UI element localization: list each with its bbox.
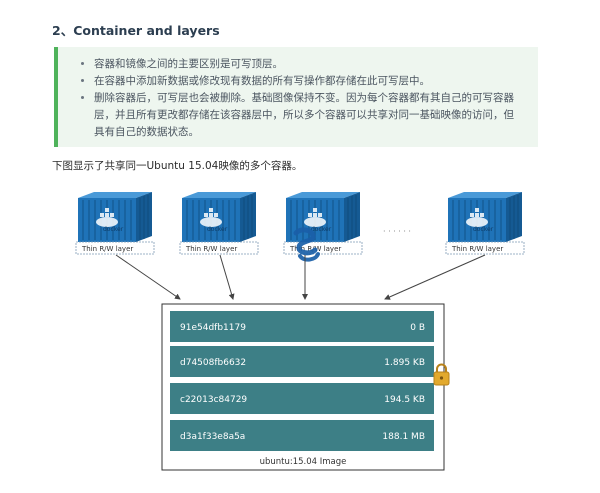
arrow [115,254,181,300]
section-title: 2、Container and layers [52,23,220,38]
note-item: 在容器中添加新数据或修改现有数据的所有写操作都存储在此可写层中。 [94,73,524,90]
watermark-logo-icon [293,227,320,262]
container-logo-text: docker [473,226,494,233]
arrow [219,254,235,300]
container-logo-text: docker [207,226,228,233]
container-logo-text: docker [311,226,332,233]
layer-id: d74508fb6632 [180,358,246,368]
image-layer-bar [170,311,434,342]
layer-id: c22013c84729 [180,395,247,405]
image-layer-row: d3a1f33e8a5a 188.1 MB [170,420,434,451]
image-layer-bar [170,420,434,451]
thin-rw-layer-box [179,241,259,255]
image-label: ubuntu:15.04 Image [260,457,347,467]
container-2: docker Thin R/W layer [179,192,259,255]
image-layer-row: 91e54dfb1179 0 B [170,311,434,342]
layer-size: 1.895 KB [384,358,425,368]
notes-list: 容器和镜像之间的主要区别是可写顶层。 在容器中添加新数据或修改现有数据的所有写操… [80,56,524,141]
layer-size: 188.1 MB [382,432,425,442]
thin-rw-layer-box [75,241,155,255]
layer-id: 91e54dfb1179 [180,323,246,333]
container-3: docker Thin R/W layer [283,192,363,255]
layer-size: 0 B [410,323,425,333]
ellipsis: · · · · · · [383,227,411,236]
note-item: 删除容器后，可写层也会被删除。基础图像保持不变。因为每个容器都有其自己的可写容器… [94,90,524,141]
container-1: docker Thin R/W layer [75,192,155,255]
image-layer-row: c22013c84729 194.5 KB [170,383,434,414]
container-4: docker Thin R/W layer [445,192,525,255]
thin-rw-layer-label: Thin R/W layer [81,245,133,253]
image-layer-bar [170,383,434,414]
arrow [384,254,486,300]
note-item: 容器和镜像之间的主要区别是可写顶层。 [94,56,524,73]
thin-rw-layer-label: Thin R/W layer [185,245,237,253]
image-layer-bar [170,346,434,377]
image-layer-row: d74508fb6632 1.895 KB [170,346,434,377]
container-logo-text: docker [103,226,124,233]
docker-container-icon [78,192,152,242]
docker-container-icon [182,192,256,242]
thin-rw-layer-box [445,241,525,255]
thin-rw-layer-label: Thin R/W layer [451,245,503,253]
layer-size: 194.5 KB [384,395,425,405]
lock-icon [433,363,450,386]
layer-id: d3a1f33e8a5a [180,432,245,442]
docker-container-icon [448,192,522,242]
notes-box: 容器和镜像之间的主要区别是可写顶层。 在容器中添加新数据或修改现有数据的所有写操… [54,47,538,147]
diagram-caption: 下图显示了共享同一Ubuntu 15.04映像的多个容器。 [52,160,303,172]
